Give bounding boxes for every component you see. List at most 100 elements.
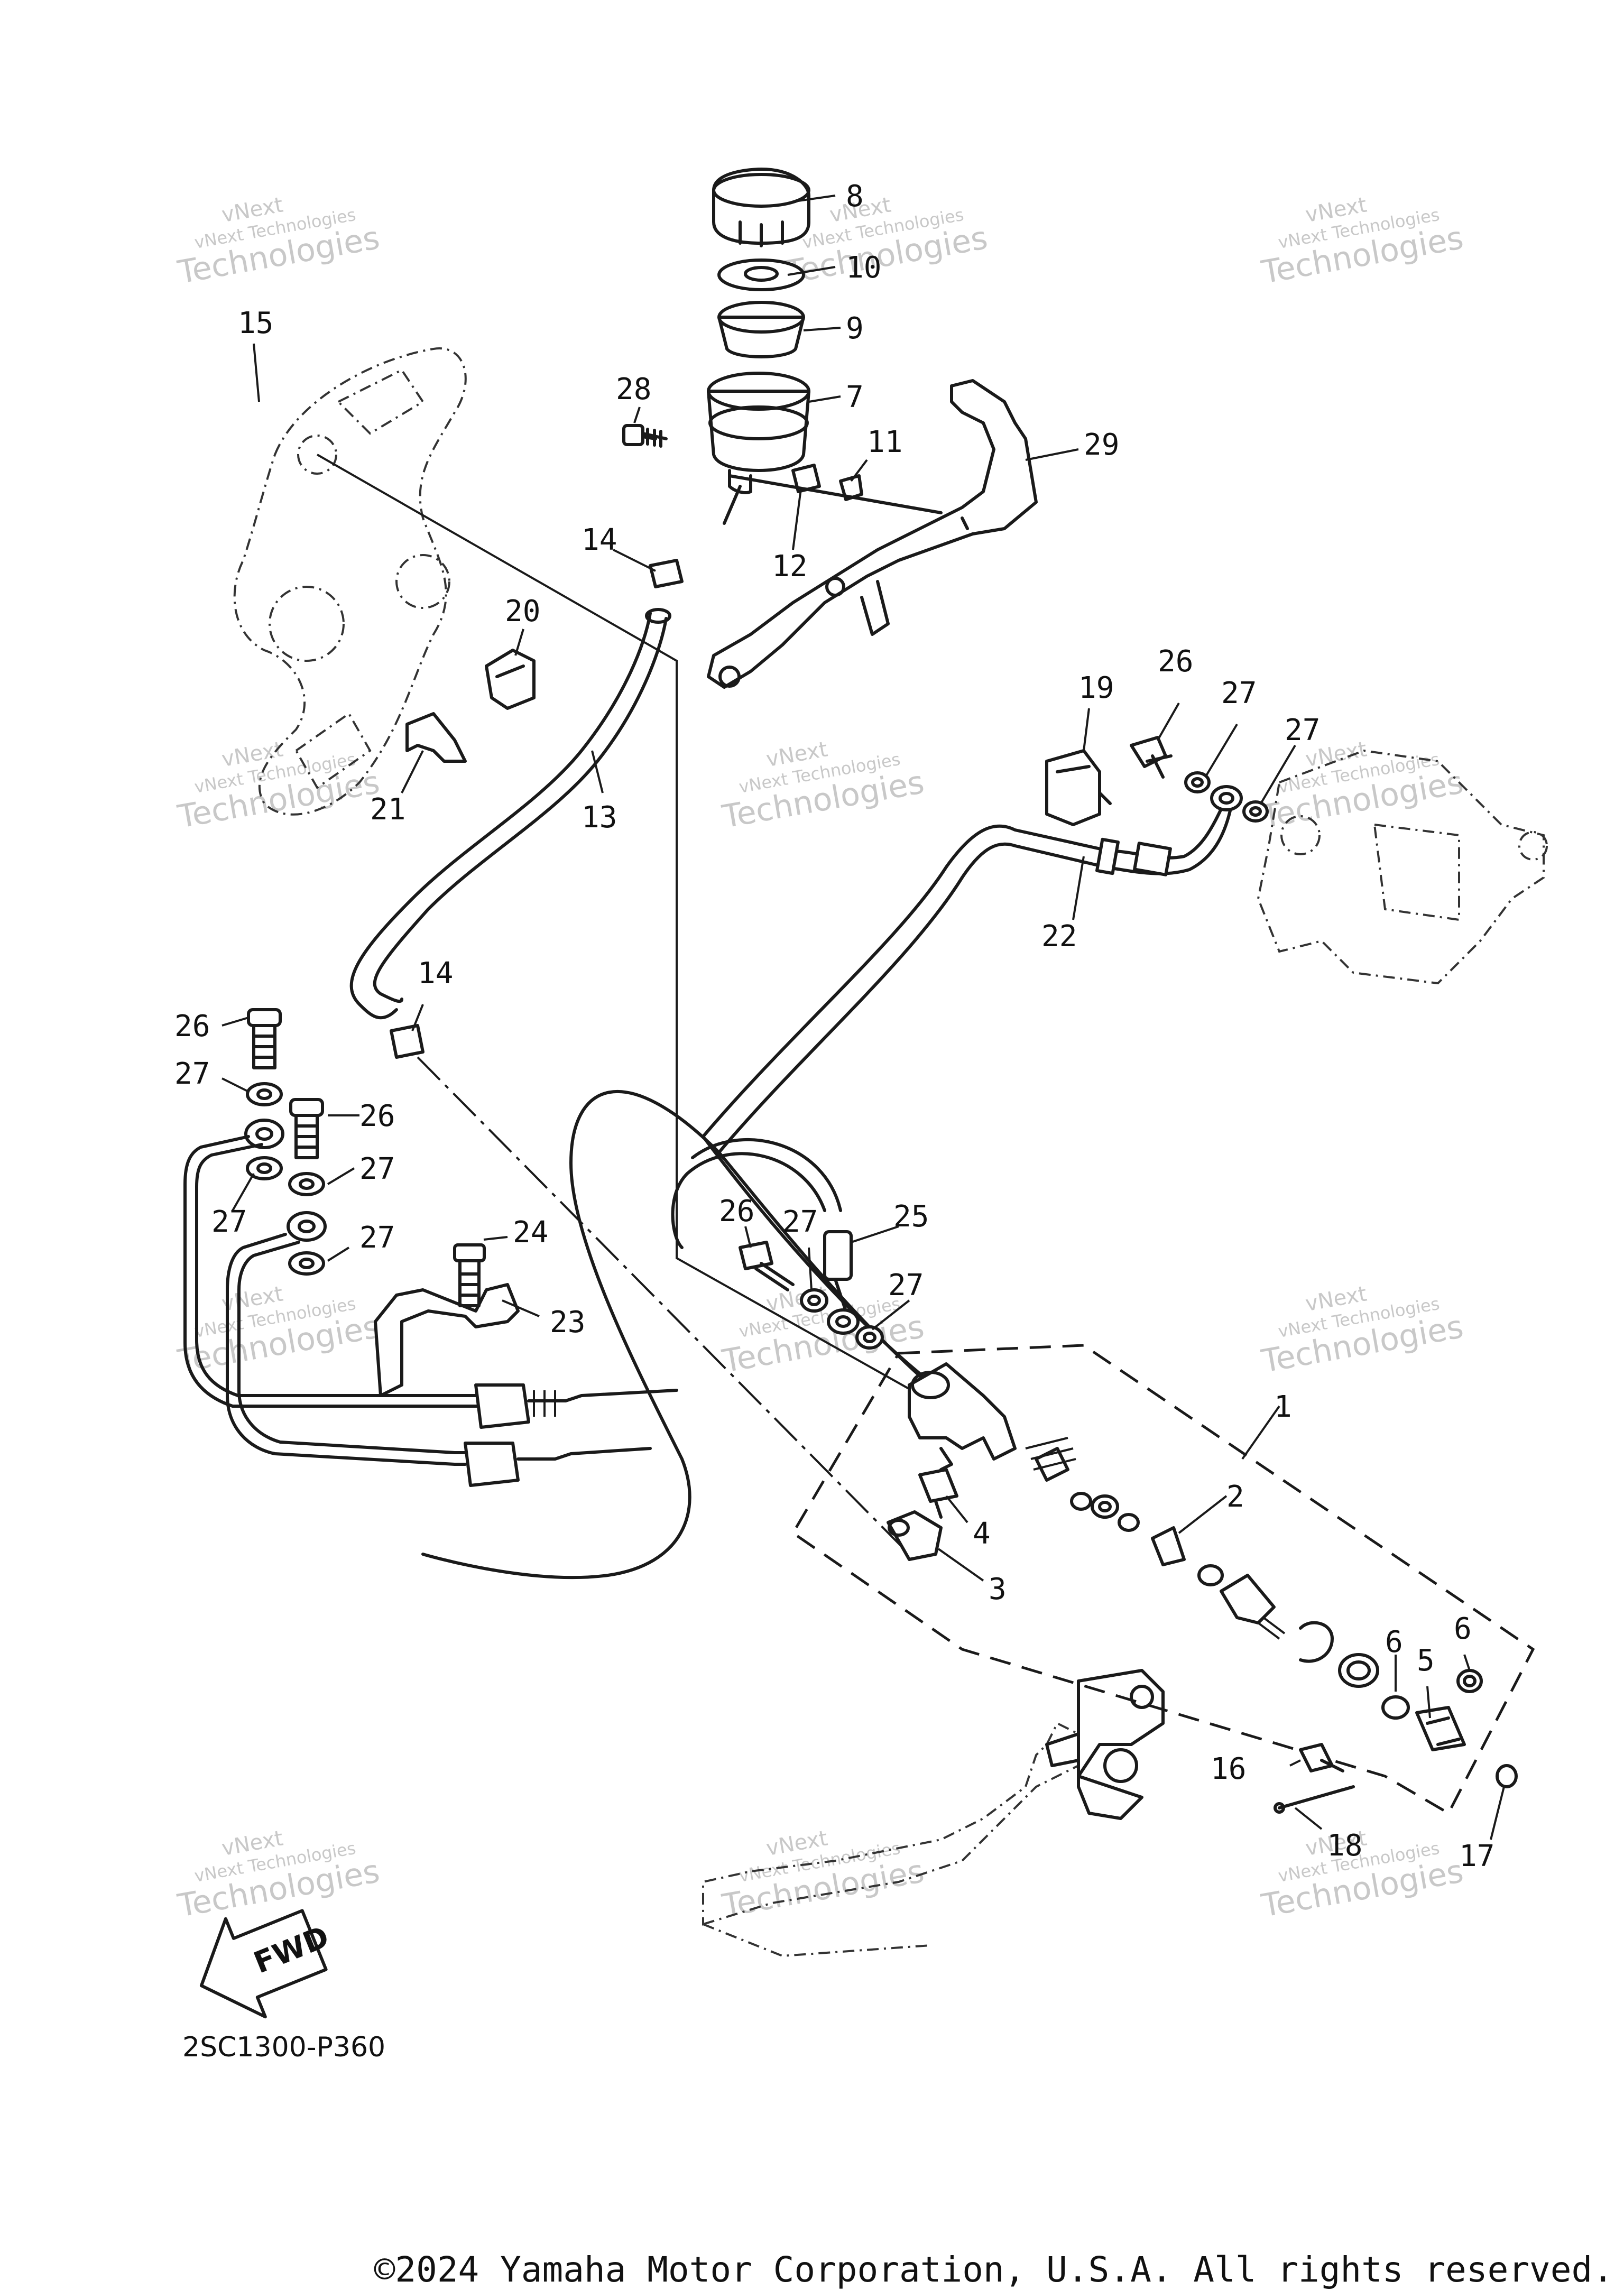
reservoir-hose: [349, 608, 671, 1020]
watermark: vNext vNext Technologies Technologies: [1258, 1281, 1466, 1380]
brake-pedal-ghost: [702, 1722, 1079, 1957]
callout-5: 5: [1417, 1643, 1435, 1678]
washer-left-b: [246, 1156, 283, 1180]
watermark: vNext vNext Technologies Technologies: [1258, 1826, 1466, 1925]
union-bolt-left-a: [247, 1008, 282, 1069]
callout-13: 13: [582, 800, 617, 835]
reservoir-bolt: [622, 424, 668, 448]
grommet: [791, 464, 821, 493]
callout-26a: 26: [1158, 644, 1193, 679]
watermark: vNext vNext Technologies Technologies: [719, 737, 927, 836]
callout-8: 8: [846, 179, 864, 214]
callout-16: 16: [1211, 1752, 1246, 1786]
hose-clamp-20: [485, 649, 536, 710]
callout-23: 23: [550, 1305, 585, 1340]
brake-caliper-ghost: [1257, 749, 1548, 985]
callout-1: 1: [1274, 1390, 1292, 1424]
callout-25: 25: [893, 1199, 929, 1234]
reservoir-tank: [707, 372, 810, 525]
callout-4: 4: [973, 1517, 991, 1551]
callout-20: 20: [505, 594, 540, 629]
bracket-bolt: [453, 1243, 486, 1307]
callout-12: 12: [772, 549, 807, 584]
callout-19: 19: [1078, 671, 1114, 705]
hose-clip-upper: [649, 559, 684, 588]
reservoir-cap: [712, 168, 810, 247]
callout-27a: 27: [1221, 676, 1257, 710]
washer-left-c: [288, 1172, 325, 1196]
callout-7: 7: [846, 380, 864, 414]
forward-arrow-icon: FWD: [199, 1909, 334, 2019]
union-bolt-right: [1130, 736, 1173, 779]
reference-lines: [317, 454, 943, 1555]
callout-10: 10: [846, 251, 881, 285]
callout-27h: 27: [888, 1268, 924, 1303]
callout-6a: 6: [1385, 1625, 1403, 1659]
washer-right-b: [1242, 800, 1269, 823]
callout-21: 21: [370, 792, 405, 827]
washer-right-a: [1184, 771, 1211, 793]
washer-left-a: [246, 1082, 283, 1106]
brake-pipes-left: [183, 1135, 483, 1466]
hose-clamp-21: [405, 712, 467, 763]
union-bolt-left-b: [289, 1098, 324, 1159]
callout-15: 15: [238, 306, 273, 340]
callout-29: 29: [1084, 428, 1119, 462]
callout-26c: 26: [359, 1099, 395, 1133]
oil-seal-4: [918, 1468, 958, 1519]
callout-27b: 27: [1285, 713, 1320, 747]
callout-2: 2: [1226, 1480, 1244, 1514]
brake-joint-left: [464, 1383, 678, 1487]
banjo-center: [827, 1308, 860, 1335]
pin: [1299, 1743, 1344, 1772]
banjo-right: [1210, 785, 1243, 811]
callout-27f: 27: [359, 1221, 395, 1255]
callout-14b: 14: [418, 956, 453, 991]
push-rod-kit: [1025, 1437, 1379, 1688]
washer-left-d: [288, 1251, 325, 1276]
callout-9: 9: [846, 311, 864, 346]
callout-22: 22: [1041, 919, 1077, 954]
master-cylinder-kit-box: [791, 1344, 1535, 1815]
diagram-code: 2SC1300-P360: [182, 2032, 385, 2063]
cotter-pin: [1274, 1785, 1355, 1814]
callout-26d: 26: [719, 1194, 754, 1229]
master-cylinder-body: [908, 1362, 1017, 1471]
watermark: vNext vNext Technologies Technologies: [782, 192, 990, 291]
watermark: vNext vNext Technologies Technologies: [1258, 737, 1466, 836]
callout-14a: 14: [582, 523, 617, 557]
clip-17: [1496, 1764, 1518, 1788]
reservoir-plate: [717, 258, 805, 291]
callout-26b: 26: [174, 1009, 210, 1044]
callout-labels: 1 2 3 4 5 6 6 7 8 9 10 11 12 13 14 14 15…: [174, 179, 1494, 1873]
reservoir-bracket: [707, 379, 1038, 689]
watermark: vNext vNext Technologies Technologies: [719, 1826, 927, 1925]
callout-27c: 27: [174, 1057, 210, 1091]
hose-clip-lower: [390, 1024, 425, 1059]
watermark: vNext vNext Technologies Technologies: [174, 737, 382, 836]
leader-lines: [222, 195, 1505, 1840]
union-bolt-center: [739, 1241, 795, 1291]
reservoir-diaphragm: [717, 301, 805, 358]
callout-28: 28: [616, 372, 651, 407]
callout-27g: 27: [782, 1205, 818, 1239]
watermark: vNext vNext Technologies Technologies: [174, 1826, 382, 1925]
footrest-bracket-ghost: [233, 347, 467, 816]
hose-guide-bracket: [374, 1283, 520, 1397]
banjo-left-b: [287, 1211, 327, 1242]
callout-6b: 6: [1454, 1612, 1472, 1646]
hose-joint-3: [887, 1510, 943, 1561]
watermark: vNext vNext Technologies Technologies: [174, 192, 382, 291]
callout-18: 18: [1327, 1829, 1362, 1863]
washer-center-b: [855, 1325, 884, 1350]
copyright-notice: ©2024 Yamaha Motor Corporation, U.S.A. A…: [374, 2249, 1613, 2290]
watermarks: vNext vNext Technologies Technologies vN…: [174, 192, 1466, 1925]
watermark: vNext vNext Technologies Technologies: [1258, 192, 1466, 291]
master-cylinder-clevis: [1381, 1669, 1483, 1751]
hose-holder-19: [1045, 749, 1112, 826]
washer-center-a: [800, 1288, 828, 1313]
callout-17: 17: [1459, 1839, 1494, 1873]
callout-27e: 27: [211, 1205, 247, 1239]
callout-24: 24: [513, 1215, 548, 1250]
